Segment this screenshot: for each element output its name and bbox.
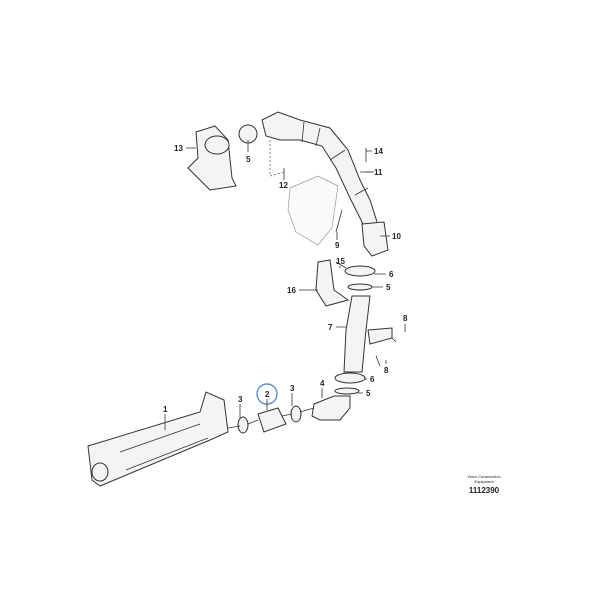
callout-16[interactable]: 16	[287, 286, 296, 295]
callout-14[interactable]: 14	[374, 147, 383, 156]
part-5-gasket-bottom[interactable]	[334, 387, 360, 395]
illustration-number: 1112390	[468, 486, 500, 495]
part-16-bracket[interactable]	[315, 259, 350, 307]
callout-12[interactable]: 12	[279, 181, 288, 190]
callout-10[interactable]: 10	[392, 232, 401, 241]
part-3-clamp-left[interactable]	[237, 416, 249, 434]
part-13-adapter[interactable]	[187, 125, 237, 191]
part-4-elbow[interactable]	[311, 395, 351, 421]
callout-5[interactable]: 5	[366, 389, 371, 398]
callout-8[interactable]: 8	[403, 314, 408, 323]
callout-5[interactable]: 5	[246, 155, 251, 164]
callout-7[interactable]: 7	[328, 323, 333, 332]
part-1-egr-cooler[interactable]	[87, 391, 229, 487]
callout-2[interactable]: 2	[265, 390, 270, 399]
callout-3[interactable]: 3	[290, 384, 295, 393]
callout-6[interactable]: 6	[389, 270, 394, 279]
callout-6[interactable]: 6	[370, 375, 375, 384]
callout-15[interactable]: 15	[336, 257, 345, 266]
callout-1[interactable]: 1	[163, 405, 168, 414]
callout-9[interactable]: 9	[335, 241, 340, 250]
credit-company: Volvo Construction	[467, 474, 501, 479]
callout-11[interactable]: 11	[374, 168, 383, 177]
part-10-pipe[interactable]	[361, 221, 389, 257]
callout-3[interactable]: 3	[238, 395, 243, 404]
callout-8[interactable]: 8	[384, 366, 389, 375]
part-5-gasket-mid[interactable]	[347, 283, 373, 291]
part-3-clamp-right[interactable]	[290, 405, 302, 423]
callout-4[interactable]: 4	[320, 379, 325, 388]
part-6-flange-top[interactable]	[344, 265, 376, 277]
callout-13[interactable]: 13	[174, 144, 183, 153]
credit-block: Volvo Construction Equipment 1112390	[462, 474, 506, 495]
credit-company-2: Equipment	[474, 479, 494, 484]
callout-5[interactable]: 5	[386, 283, 391, 292]
part-7-pipe[interactable]	[343, 295, 371, 373]
part-2-hose[interactable]	[257, 407, 287, 433]
part-6-flange-bottom[interactable]	[334, 372, 366, 384]
engine-bracket	[287, 175, 339, 246]
